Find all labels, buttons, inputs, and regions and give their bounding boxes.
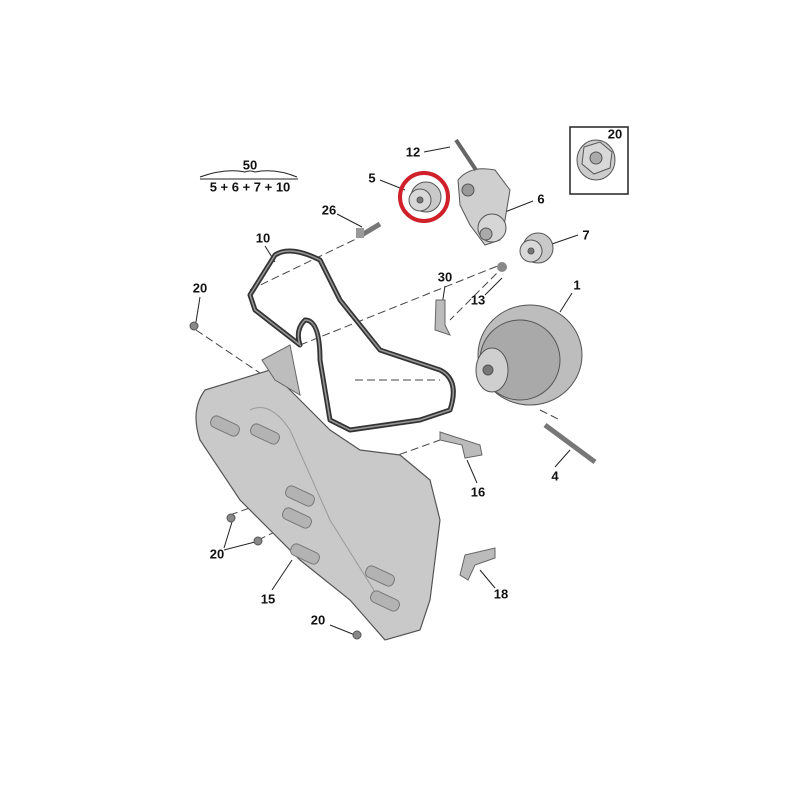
callout-10: 10 [255, 230, 271, 246]
callout-12: 12 [405, 144, 421, 160]
highlight-circle [398, 171, 450, 223]
callout-15: 15 [260, 591, 276, 607]
callout-4: 4 [551, 468, 559, 484]
callout-20-box: 20 [607, 126, 623, 142]
callout-20-c: 20 [310, 612, 326, 628]
guide-pulley [519, 232, 554, 264]
nuts [189, 321, 362, 640]
belt-tensioner [454, 138, 511, 246]
alternator [475, 304, 583, 406]
bracket [434, 299, 451, 336]
bracket-16 [439, 431, 483, 459]
belt-cover [195, 344, 441, 641]
idler-pulley [408, 181, 442, 213]
callout-13: 13 [470, 292, 486, 308]
flange-nut-icon [576, 139, 616, 181]
callout-26: 26 [321, 202, 337, 218]
callout-30: 30 [437, 269, 453, 285]
alternator-bolt [543, 422, 597, 465]
callout-20-b: 20 [209, 546, 225, 562]
washer [497, 262, 507, 272]
callout-7: 7 [582, 227, 590, 243]
callout-16: 16 [470, 484, 486, 500]
callout-6: 6 [537, 191, 545, 207]
callout-1: 1 [573, 277, 581, 293]
stud-bolt [356, 221, 382, 239]
assembly-number: 50 [242, 157, 258, 173]
bracket-18 [459, 547, 496, 581]
callout-18: 18 [493, 586, 509, 602]
assembly-components: 5 + 6 + 7 + 10 [209, 179, 291, 195]
callout-5: 5 [368, 170, 376, 186]
callout-20-a: 20 [192, 280, 208, 296]
